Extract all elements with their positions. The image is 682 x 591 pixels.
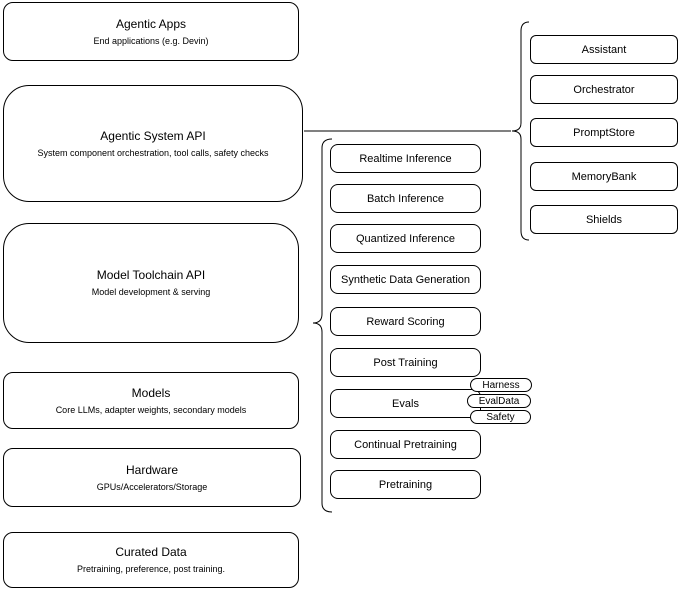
box-title: Model Toolchain API xyxy=(96,268,206,282)
toolchain-item-synthetic-data-generation: Synthetic Data Generation xyxy=(330,265,481,294)
box-title: Curated Data xyxy=(115,545,187,559)
box-subtitle: End applications (e.g. Devin) xyxy=(93,35,209,46)
system-component-shields: Shields xyxy=(530,205,678,234)
eval-tag-safety: Safety xyxy=(470,410,531,424)
box-title: Hardware xyxy=(125,462,179,477)
box-hardware: Hardware GPUs/Accelerators/Storage xyxy=(3,448,301,507)
box-model-toolchain-api: Model Toolchain API Model development & … xyxy=(3,223,299,343)
system-components-brace xyxy=(511,21,530,241)
box-subtitle: Model development & serving xyxy=(91,287,211,297)
toolchain-item-continual-pretraining: Continual Pretraining xyxy=(330,430,481,459)
toolchain-item-batch-inference: Batch Inference xyxy=(330,184,481,213)
eval-tag-evaldata: EvalData xyxy=(467,394,531,408)
box-title: Agentic Apps xyxy=(115,16,187,31)
eval-tag-harness: Harness xyxy=(470,378,532,392)
toolchain-item-post-training: Post Training xyxy=(330,348,481,377)
system-component-memorybank: MemoryBank xyxy=(530,162,678,191)
box-title: Agentic System API xyxy=(100,128,206,143)
system-component-promptstore: PromptStore xyxy=(530,118,678,147)
box-subtitle: Core LLMs, adapter weights, secondary mo… xyxy=(55,404,247,415)
box-subtitle: Pretraining, preference, post training. xyxy=(76,564,226,574)
toolchain-item-reward-scoring: Reward Scoring xyxy=(330,307,481,336)
box-subtitle: System component orchestration, tool cal… xyxy=(37,147,269,158)
system-component-assistant: Assistant xyxy=(530,35,678,64)
box-agentic-system-api: Agentic System API System component orch… xyxy=(3,85,303,202)
toolchain-item-realtime-inference: Realtime Inference xyxy=(330,144,481,173)
toolchain-item-pretraining: Pretraining xyxy=(330,470,481,499)
box-curated-data: Curated Data Pretraining, preference, po… xyxy=(3,532,299,588)
toolchain-item-quantized-inference: Quantized Inference xyxy=(330,224,481,253)
box-title: Models xyxy=(131,385,171,400)
box-agentic-apps: Agentic Apps End applications (e.g. Devi… xyxy=(3,2,299,61)
box-models: Models Core LLMs, adapter weights, secon… xyxy=(3,372,299,429)
box-subtitle: GPUs/Accelerators/Storage xyxy=(96,481,208,492)
toolchain-item-evals: Evals xyxy=(330,389,481,418)
system-component-orchestrator: Orchestrator xyxy=(530,75,678,104)
